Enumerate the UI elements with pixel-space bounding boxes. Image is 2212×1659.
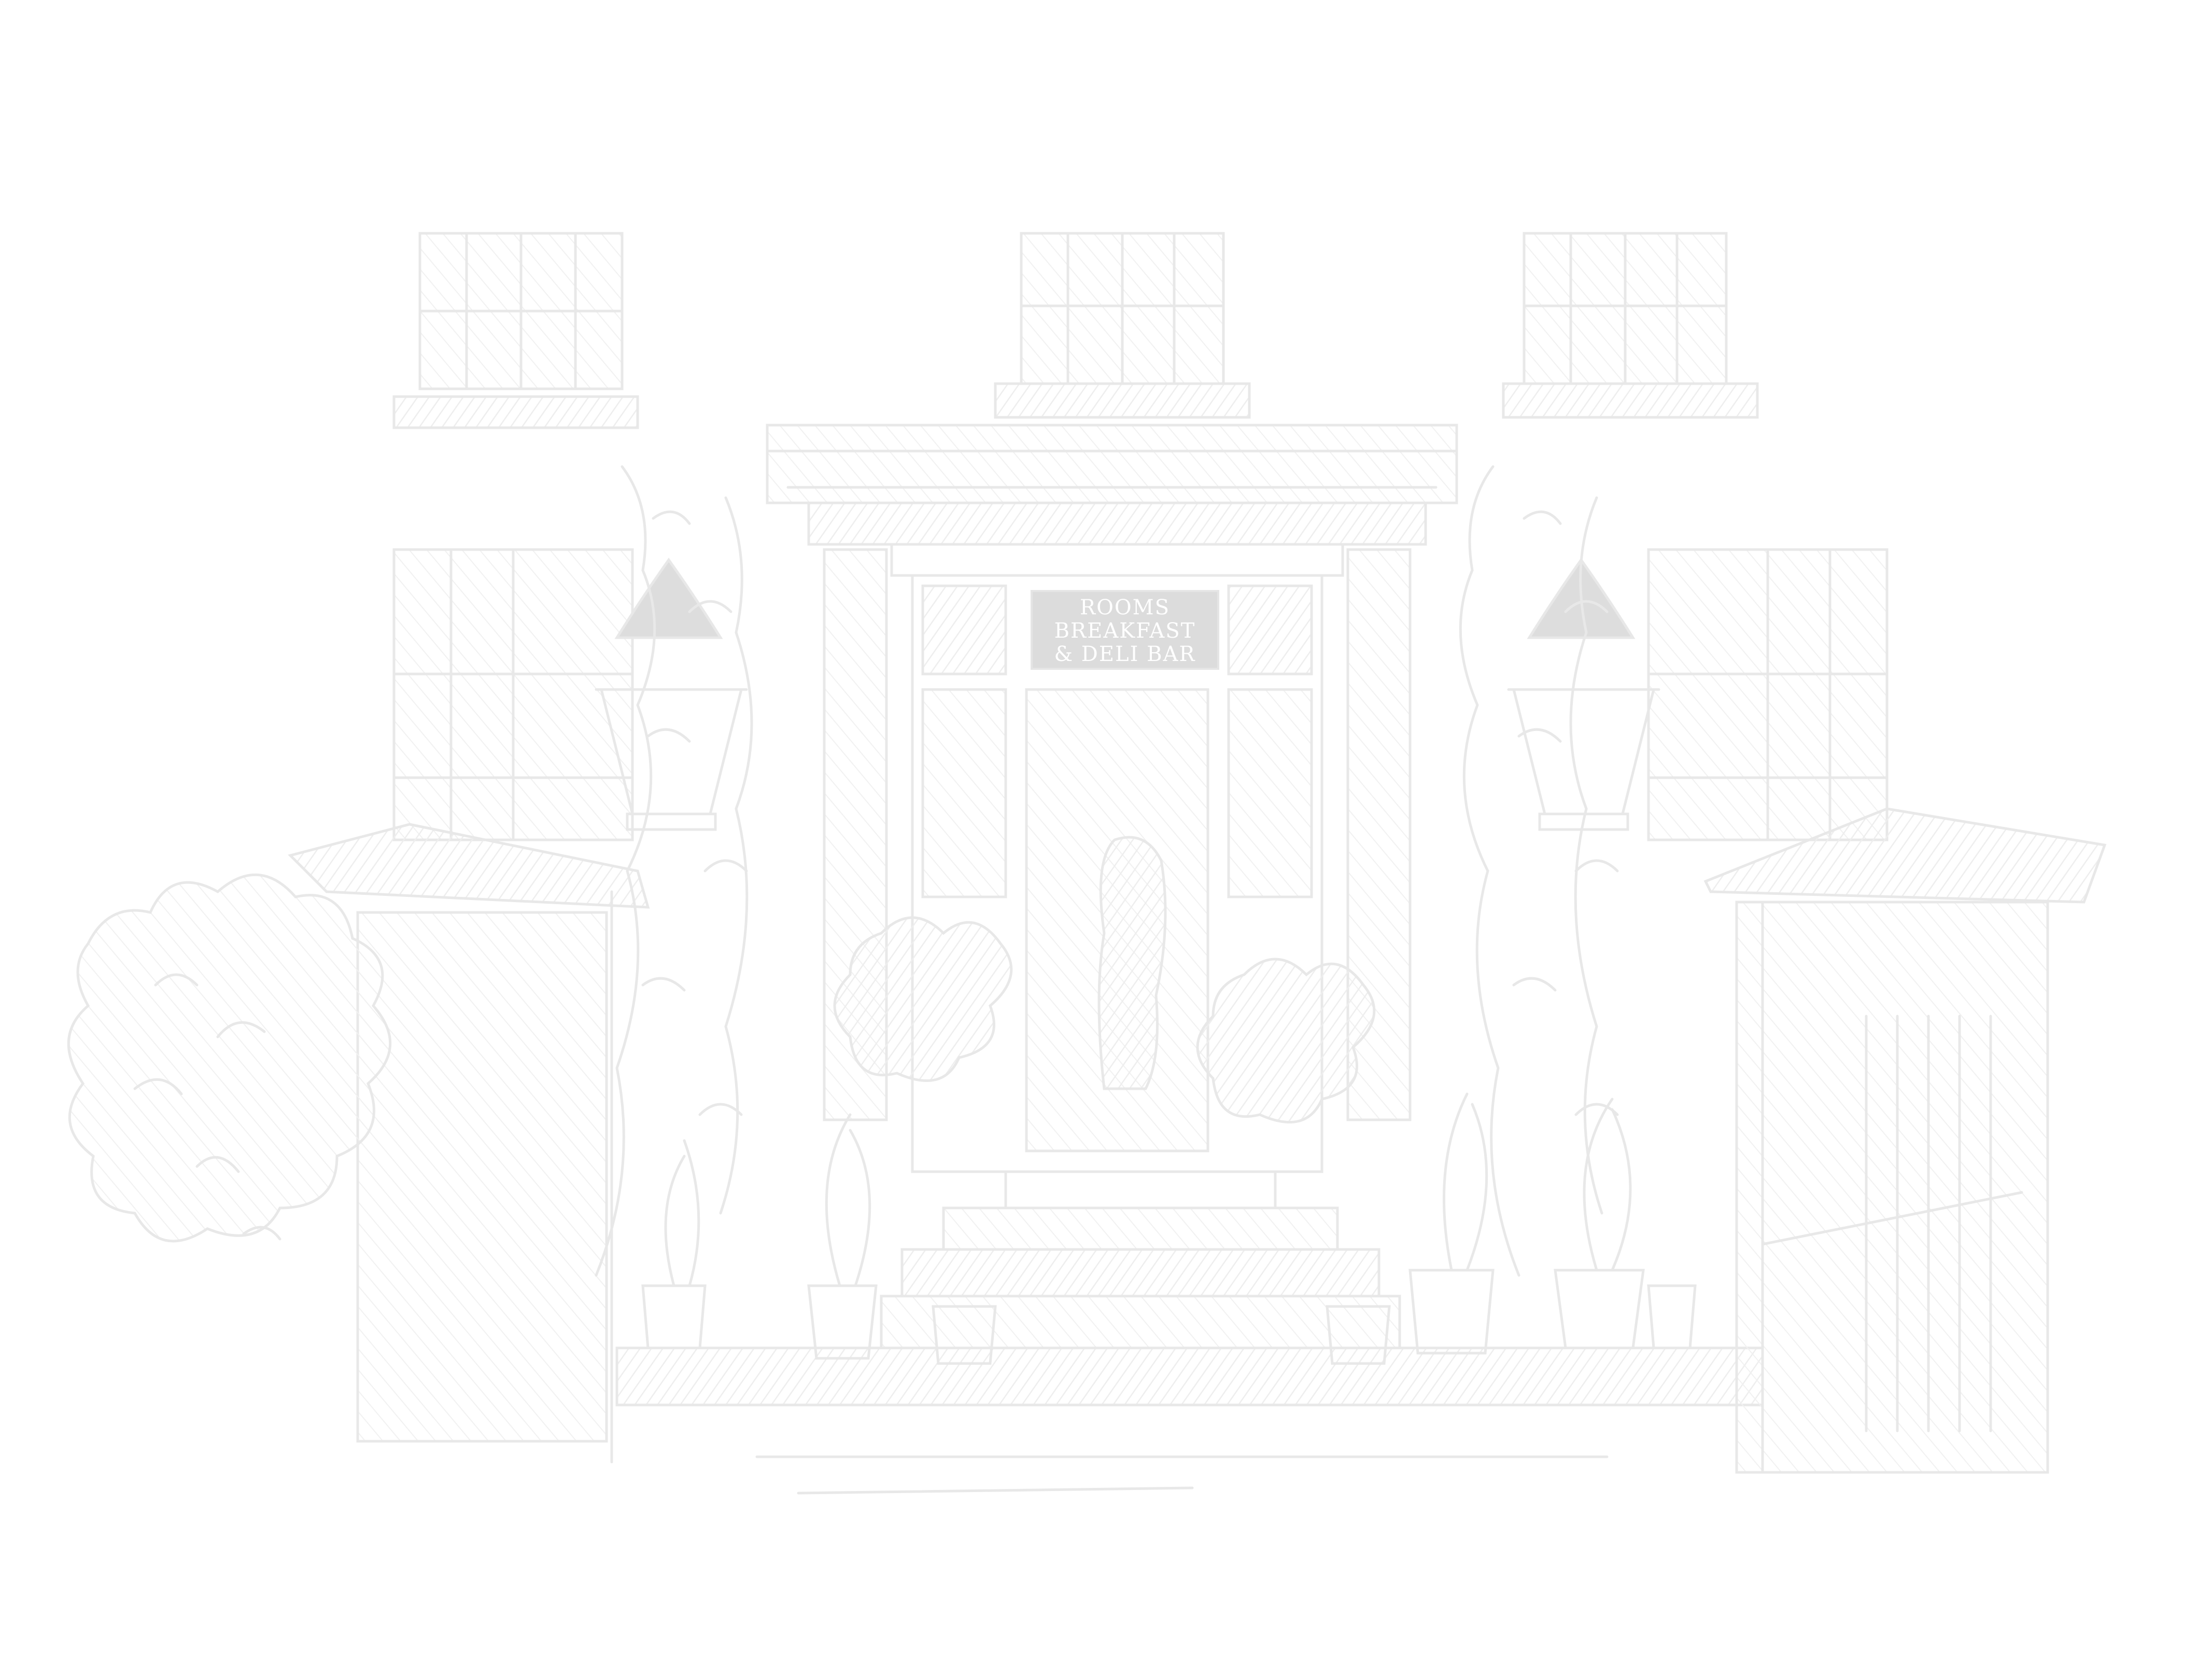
lower-window-right bbox=[1647, 548, 1889, 841]
sign-line-3: & DELI BAR bbox=[1054, 642, 1195, 666]
upper-window-left bbox=[392, 232, 639, 429]
potted-plants bbox=[641, 916, 1697, 1365]
entrance-steps bbox=[615, 1170, 1764, 1495]
climbing-plant-left bbox=[595, 465, 753, 1277]
upper-window-center bbox=[994, 232, 1251, 419]
left-canopy bbox=[288, 823, 650, 1464]
lantern-left-icon bbox=[595, 557, 748, 831]
sign-line-2: BREAKFAST bbox=[1054, 619, 1196, 643]
right-canopy bbox=[1703, 807, 2107, 1474]
railing-right bbox=[1761, 1015, 2023, 1432]
door-sign: ROOMS BREAKFAST & DELI BAR bbox=[1031, 590, 1219, 670]
sign-line-1: ROOMS bbox=[1080, 596, 1170, 620]
upper-window-right bbox=[1502, 232, 1759, 419]
lower-window-left bbox=[392, 548, 634, 841]
bush-left bbox=[67, 874, 391, 1243]
climbing-plant-right bbox=[1459, 465, 1619, 1277]
